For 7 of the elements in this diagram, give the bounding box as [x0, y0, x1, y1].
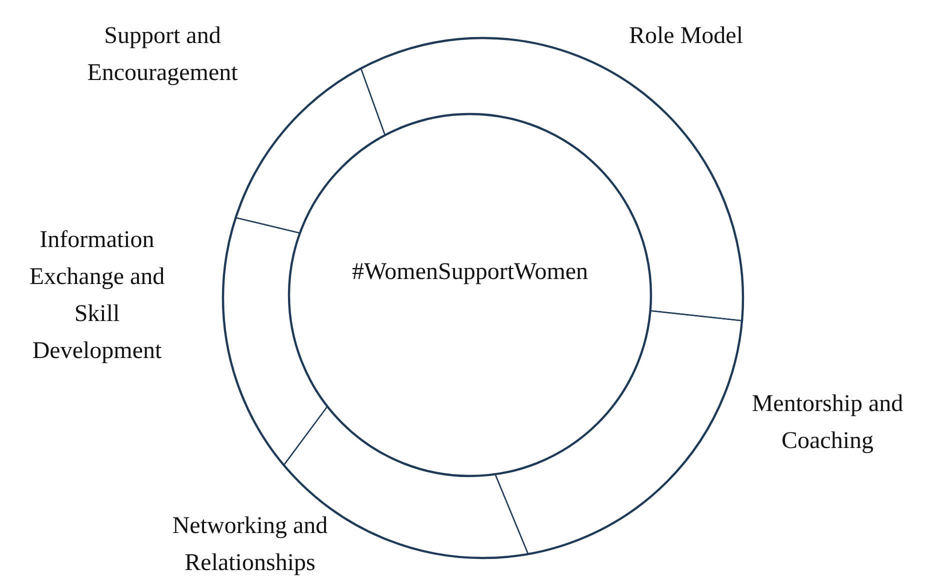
segment-label: Information Exchange and Skill Development	[28, 226, 166, 366]
center-title: #WomenSupportWomen	[350, 258, 590, 287]
segment-label: Role Model	[628, 22, 744, 51]
center-circle	[288, 112, 652, 478]
segment-label: Networking and Relationships	[171, 512, 329, 578]
segment-label: Support and Encouragement	[86, 22, 239, 88]
segment-label: Mentorship and Coaching	[750, 390, 904, 456]
